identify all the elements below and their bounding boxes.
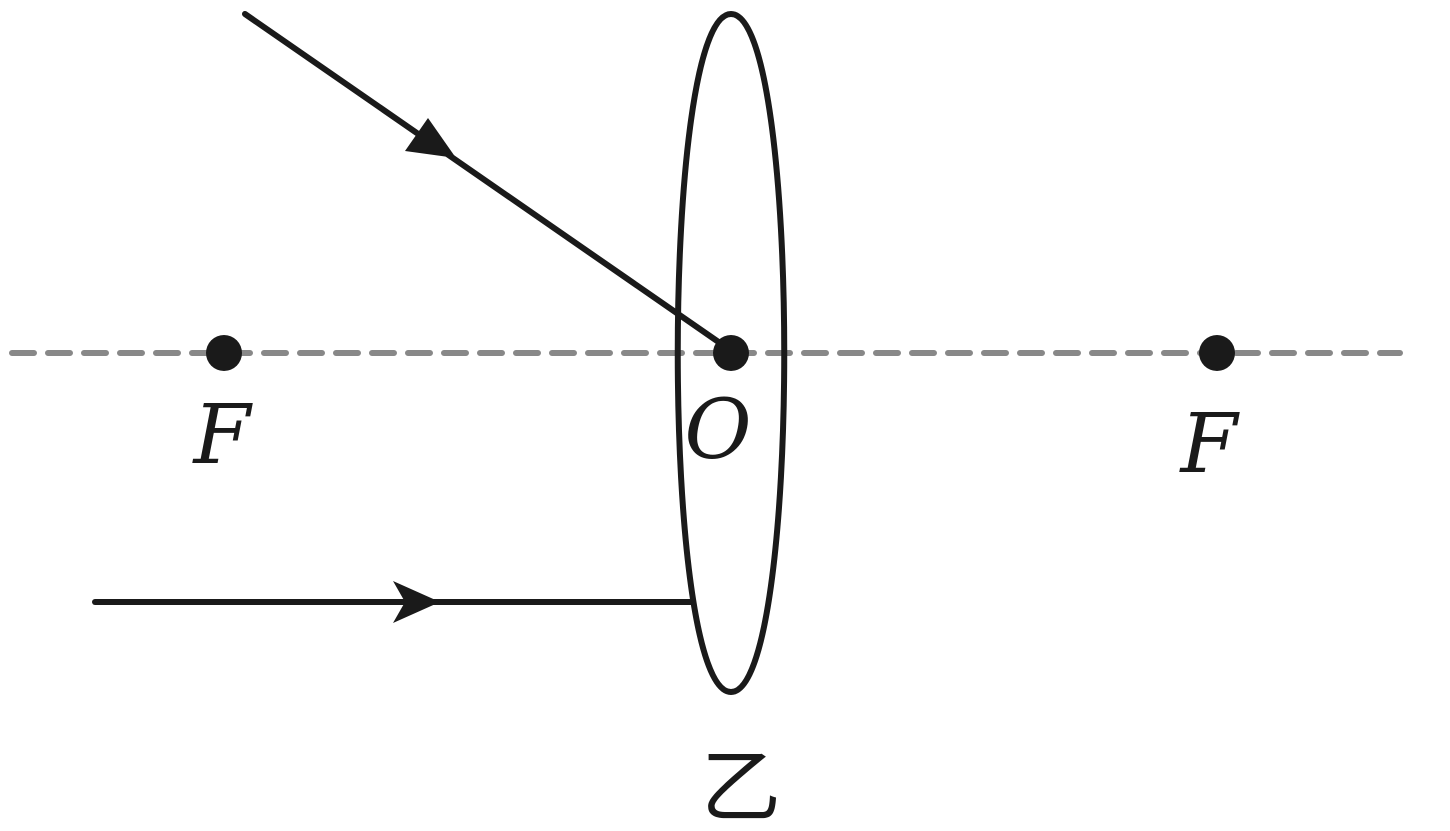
convex-lens [674,10,788,696]
oblique-ray-arrowhead [405,118,456,158]
focal-point-left [206,335,242,371]
parallel-ray-arrowhead [393,581,440,623]
focal-point-right [1199,335,1235,371]
diagram-caption: 乙 [701,741,781,831]
optical-center-point [713,335,749,371]
focus-left-label: F [192,388,254,483]
oblique-incident-ray [242,11,723,346]
focus-right-label: F [1179,397,1241,492]
center-label: O [684,383,751,478]
